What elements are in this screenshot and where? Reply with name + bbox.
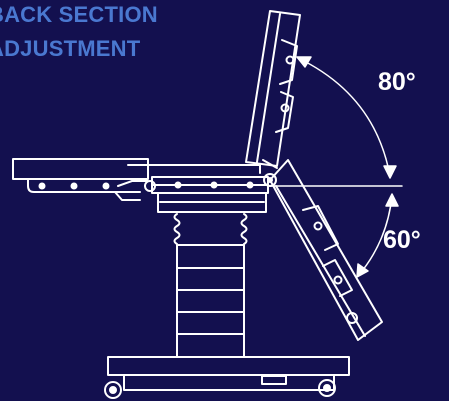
upper-arc-arrowhead-top xyxy=(296,56,312,68)
caster-wheel-left xyxy=(104,381,122,399)
casters xyxy=(104,379,336,399)
leg-section xyxy=(12,158,156,201)
back-section-lowered xyxy=(269,159,383,341)
pivot-joint xyxy=(263,173,277,187)
angle-label-80: 80° xyxy=(378,68,416,96)
title-line-1: BACK SECTION xyxy=(0,2,158,27)
angle-indicator xyxy=(269,56,403,278)
upper-arc-arrowhead-bottom xyxy=(383,165,397,179)
upper-angle-arc xyxy=(297,57,391,177)
base xyxy=(107,356,350,391)
caster-wheel-right xyxy=(318,379,336,397)
title-line-2: ADJUSTMENT xyxy=(0,36,141,61)
lower-arc-arrowhead-top xyxy=(385,193,399,207)
angle-label-60: 60° xyxy=(383,226,421,254)
column xyxy=(173,213,248,358)
back-section-raised xyxy=(245,10,301,169)
lower-arc-arrowhead-bottom xyxy=(356,263,369,278)
